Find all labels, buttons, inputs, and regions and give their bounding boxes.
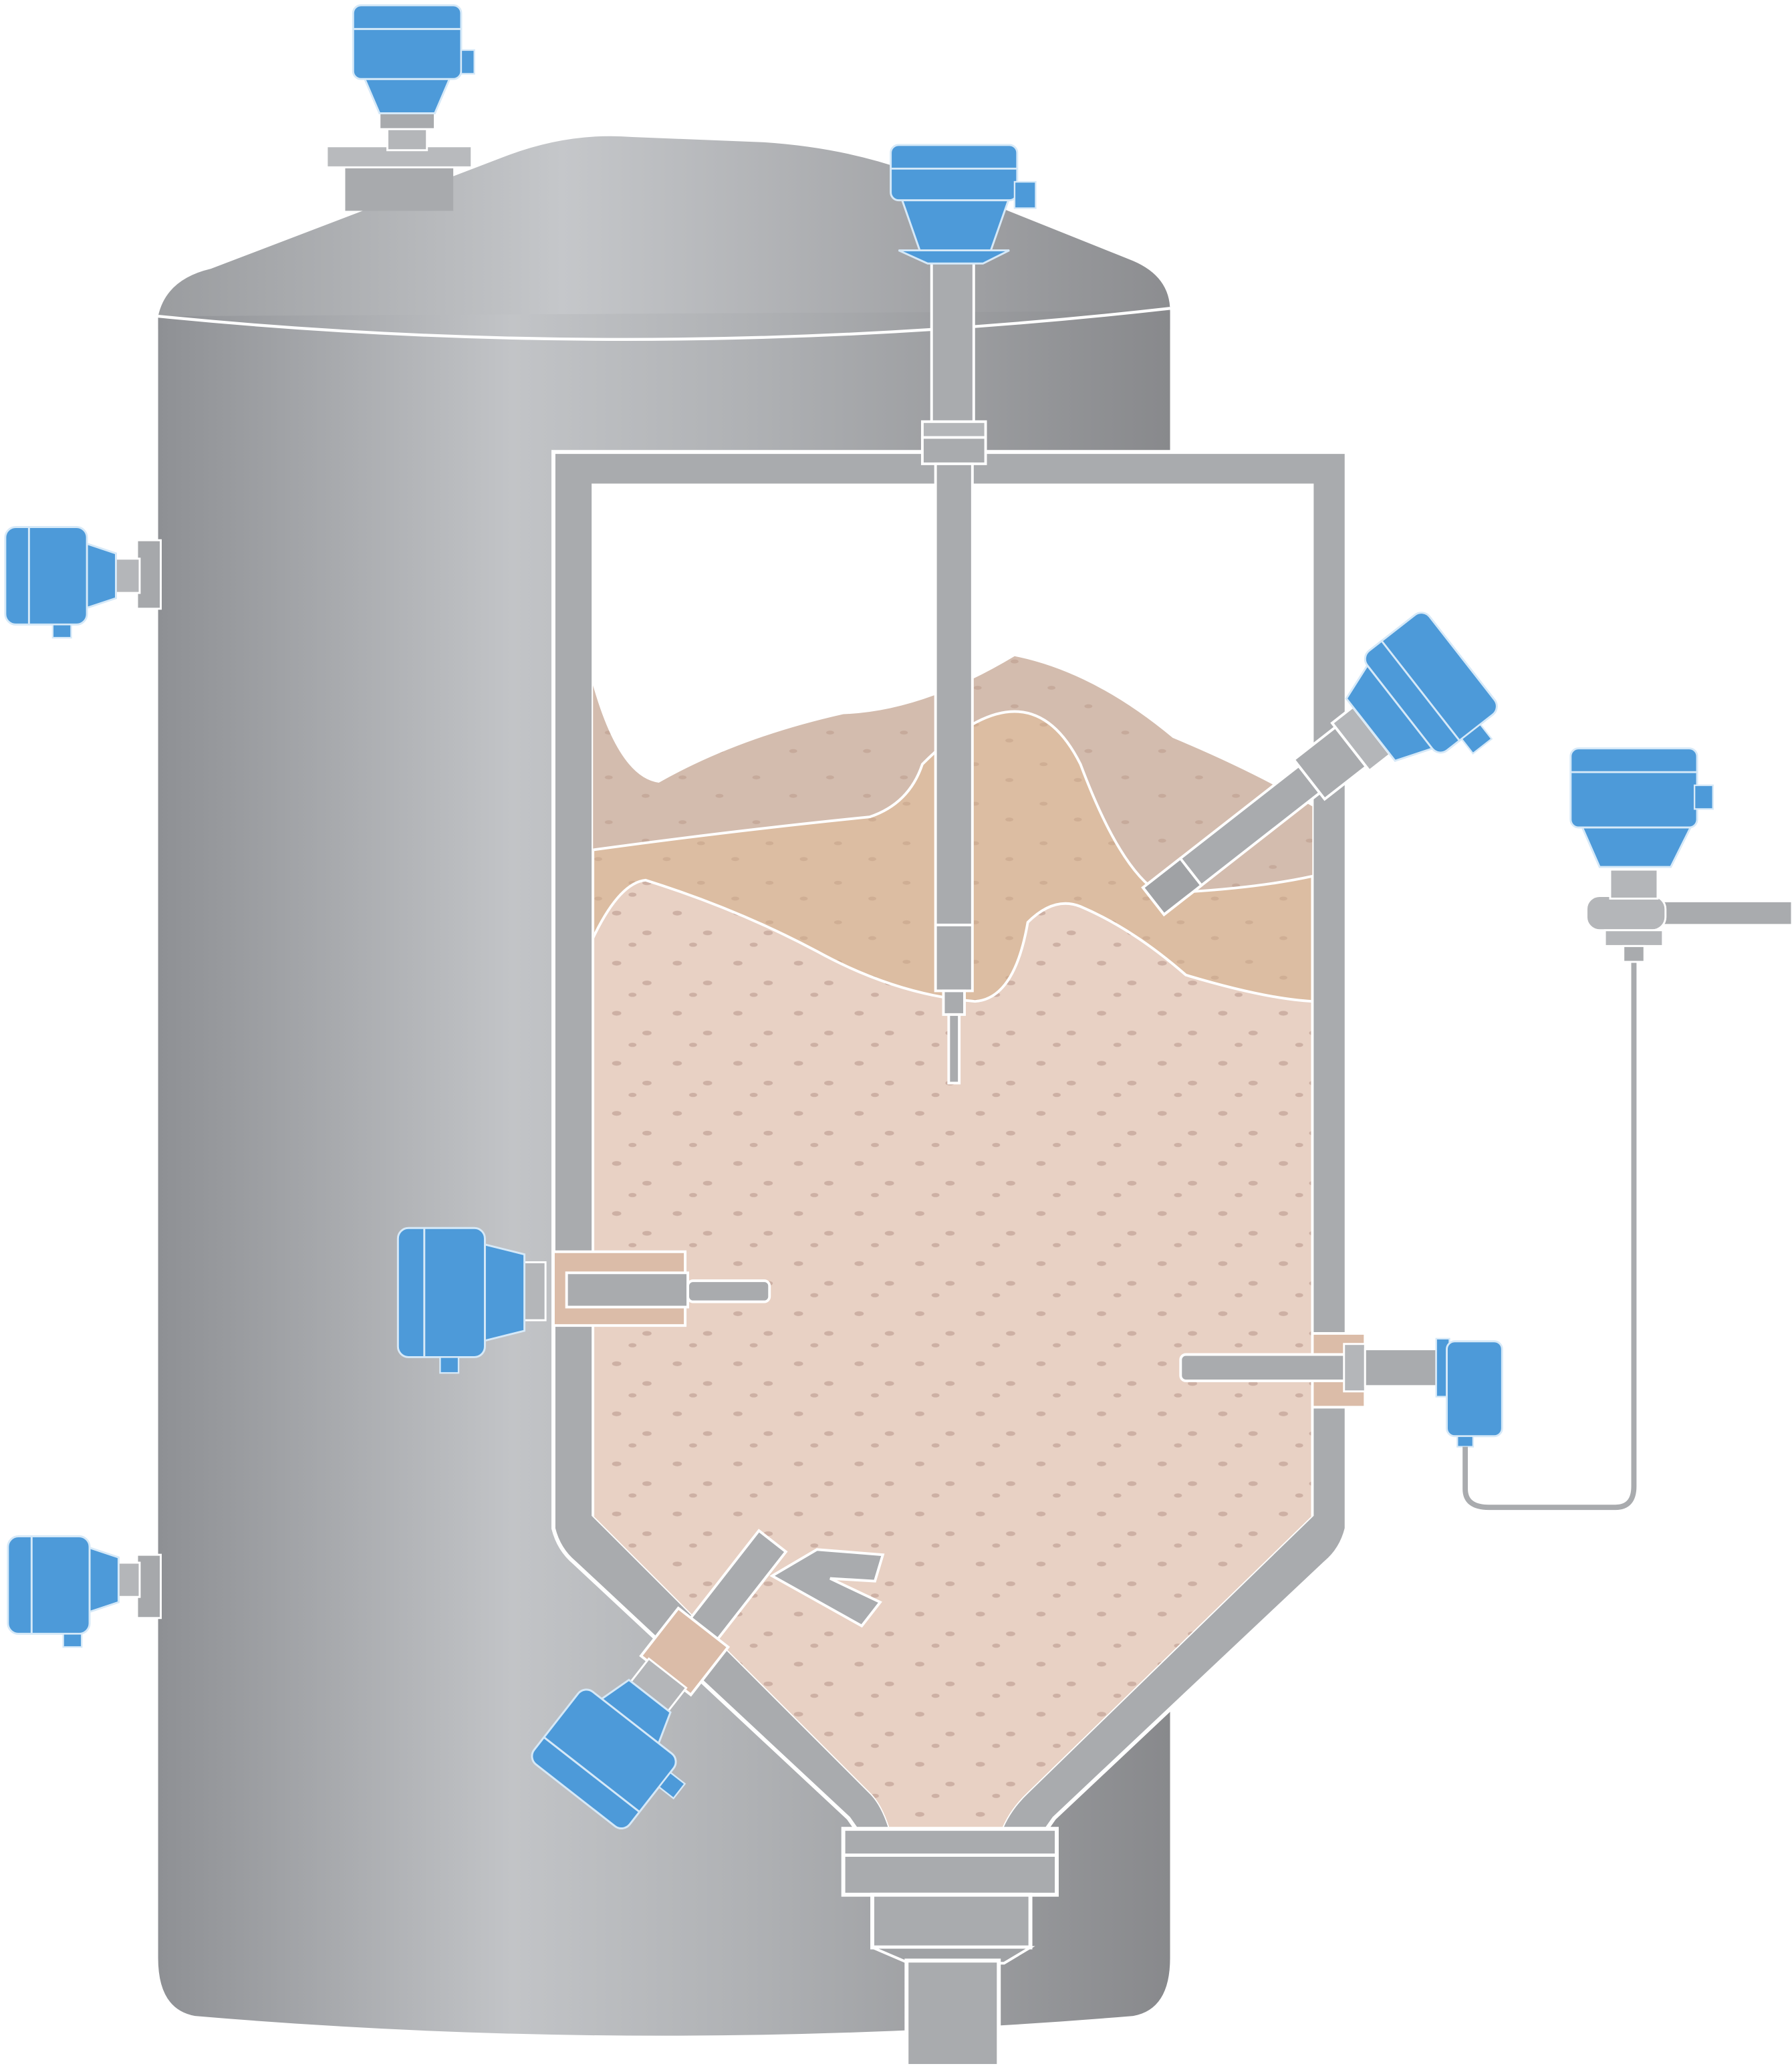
side-mounted-level-sensor-icon xyxy=(4,526,141,639)
side-mounted-level-sensor-icon xyxy=(7,1535,141,1648)
paddle-level-sensor-icon xyxy=(531,1529,885,1830)
top-mounted-level-sensor-icon xyxy=(352,4,475,152)
cable-connected-level-sensor-icon xyxy=(1179,962,1637,1511)
side-mounted-level-sensor-icon xyxy=(396,1226,771,1374)
rod-probe-level-sensor-icon xyxy=(890,144,1037,1085)
outlet-nozzle-icon xyxy=(841,1827,1059,2066)
angled-rod-level-sensor-icon xyxy=(1141,612,1498,917)
cable-connected-level-sensor-icon xyxy=(1569,747,1792,963)
